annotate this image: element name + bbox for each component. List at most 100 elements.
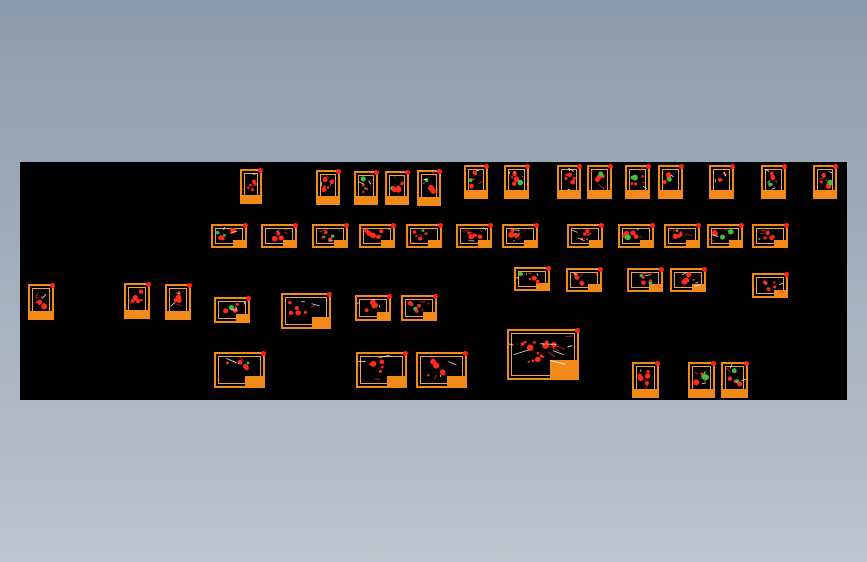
title-block — [639, 240, 652, 246]
drawing-sheet[interactable] — [557, 164, 582, 199]
drawing-sheet[interactable] — [211, 223, 248, 248]
sheet-inner-border — [410, 228, 438, 244]
title-block — [685, 240, 698, 246]
drawing-content — [361, 227, 393, 239]
drawing-sheet[interactable] — [632, 361, 660, 398]
drawing-sheet[interactable] — [567, 223, 604, 248]
drawing-sheet[interactable] — [627, 267, 664, 292]
drawing-sheet[interactable] — [707, 223, 744, 248]
cad-drawing-canvas[interactable] — [20, 162, 847, 400]
drawing-sheet[interactable] — [813, 164, 838, 199]
drawing-content — [668, 229, 692, 239]
title-block — [773, 289, 786, 296]
drawing-sheet[interactable] — [761, 164, 787, 199]
sheet-inner-border — [218, 356, 261, 384]
drawing-sheet[interactable] — [721, 361, 749, 398]
drawing-sheet[interactable] — [416, 351, 468, 388]
title-block — [447, 376, 465, 386]
drawing-sheet[interactable] — [709, 164, 735, 199]
revision-marker-icon — [336, 169, 341, 174]
drawing-content — [357, 299, 381, 313]
drawing-sheet[interactable] — [355, 294, 392, 321]
drawing-content — [320, 175, 334, 193]
drawing-sheet[interactable] — [356, 351, 408, 388]
drawing-sheet[interactable] — [514, 266, 551, 291]
sheet-inner-border — [506, 228, 534, 244]
drawing-sheet[interactable] — [502, 223, 539, 248]
drawing-sheet[interactable] — [359, 223, 396, 248]
title-block — [634, 388, 657, 396]
drawing-content — [764, 168, 778, 190]
drawing-content — [226, 356, 250, 371]
revision-marker-icon — [258, 168, 263, 173]
title-block — [30, 310, 52, 318]
drawing-content — [589, 170, 605, 191]
title-block — [311, 317, 329, 327]
drawing-sheet[interactable] — [752, 223, 789, 248]
drawing-sheet[interactable] — [688, 361, 716, 398]
drawing-sheet[interactable] — [464, 164, 489, 199]
drawing-sheet[interactable] — [214, 296, 251, 323]
drawing-sheet[interactable] — [658, 164, 684, 199]
title-block — [648, 284, 661, 290]
drawing-sheet[interactable] — [124, 282, 151, 319]
drawing-sheet[interactable] — [618, 223, 655, 248]
title-block — [723, 388, 746, 396]
drawing-sheet[interactable] — [417, 169, 442, 206]
sheet-inner-border — [218, 301, 246, 319]
title-block — [660, 190, 681, 197]
drawing-content — [622, 228, 642, 241]
revision-marker-icon — [405, 170, 410, 175]
revision-marker-icon — [391, 223, 396, 228]
drawing-content — [662, 170, 681, 185]
drawing-sheet[interactable] — [316, 169, 341, 205]
drawing-sheet[interactable] — [504, 164, 530, 199]
drawing-sheet[interactable] — [214, 351, 266, 388]
drawing-sheet[interactable] — [354, 170, 379, 205]
sheet-inner-border — [511, 333, 575, 376]
drawing-sheet[interactable] — [507, 328, 580, 380]
title-block — [245, 376, 263, 386]
revision-marker-icon — [546, 266, 551, 271]
drawing-sheet[interactable] — [281, 292, 332, 329]
title-block — [232, 240, 245, 246]
drawing-content — [508, 170, 524, 187]
drawing-content — [762, 279, 784, 294]
drawing-content — [508, 228, 522, 242]
drawing-content — [639, 273, 661, 288]
drawing-sheet[interactable] — [312, 223, 349, 248]
revision-marker-icon — [577, 164, 582, 169]
drawing-content — [223, 301, 246, 314]
drawing-sheet[interactable] — [401, 294, 438, 321]
drawing-sheet[interactable] — [670, 267, 707, 292]
title-block — [427, 240, 440, 246]
title-block — [587, 284, 600, 290]
title-block — [387, 376, 405, 386]
revision-marker-icon — [484, 164, 489, 169]
title-block — [763, 190, 784, 197]
title-block — [126, 309, 148, 317]
revision-marker-icon — [293, 223, 298, 228]
drawing-sheet[interactable] — [165, 283, 192, 320]
drawing-content — [819, 171, 833, 190]
title-block — [549, 360, 577, 378]
drawing-sheet[interactable] — [587, 164, 613, 199]
drawing-content — [358, 354, 390, 381]
drawing-sheet[interactable] — [752, 272, 789, 298]
title-block — [506, 190, 527, 197]
drawing-sheet[interactable] — [28, 283, 55, 320]
title-block — [691, 284, 704, 290]
drawing-sheet[interactable] — [664, 223, 701, 248]
drawing-sheet[interactable] — [566, 267, 603, 292]
drawing-sheet[interactable] — [385, 170, 410, 205]
drawing-sheet[interactable] — [406, 223, 443, 248]
drawing-sheet[interactable] — [261, 223, 298, 248]
drawing-sheet[interactable] — [456, 223, 493, 248]
sheet-inner-border — [316, 228, 344, 244]
drawing-sheet[interactable] — [240, 168, 263, 204]
revision-marker-icon — [702, 267, 707, 272]
drawing-content — [693, 371, 710, 386]
title-block — [235, 314, 248, 321]
drawing-content — [32, 292, 48, 310]
drawing-sheet[interactable] — [625, 164, 651, 199]
